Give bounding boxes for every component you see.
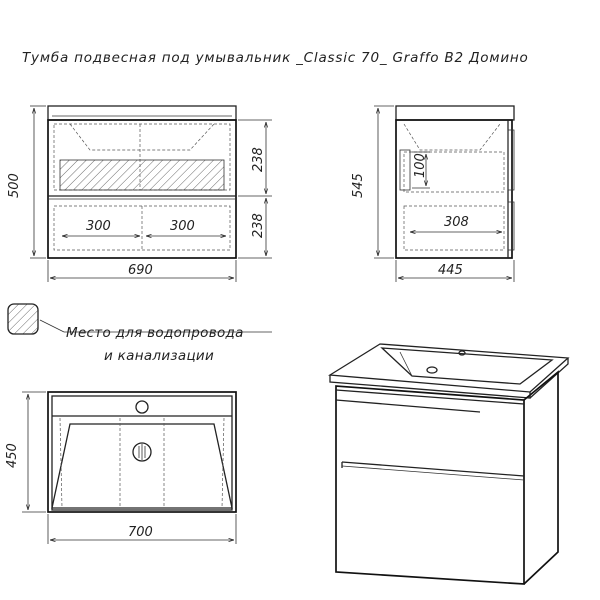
drain-hole: [132, 442, 152, 462]
side-top-slab: [395, 105, 515, 121]
side-depth-dim: 445: [438, 263, 463, 278]
legend-line-2: и канализации: [104, 348, 214, 364]
top-view-bowl: [51, 423, 233, 509]
front-view: 300 300 500 238 238 690: [7, 105, 272, 282]
legend-hatch-swatch: [7, 303, 39, 335]
side-height-dim: 545: [351, 173, 366, 198]
iso-cabinet-front: [335, 385, 525, 585]
lower-drawer-height-dim: 238: [251, 213, 266, 238]
front-width-dim: 690: [128, 263, 153, 278]
iso-tap-hole: [458, 350, 466, 356]
upper-drawer-height-dim: 238: [251, 147, 266, 172]
isometric-view: [327, 343, 570, 585]
front-inner-right-width: 300: [170, 219, 195, 234]
legend: Место для водопровода и канализации: [7, 303, 272, 364]
front-height-dim: 500: [7, 173, 22, 198]
plumbing-hatch-area: [59, 159, 225, 191]
top-view: 450 700: [5, 391, 237, 544]
front-top-slab: [47, 105, 237, 121]
top-depth-dim: 450: [5, 443, 20, 468]
legend-line-1: Место для водопровода: [66, 325, 244, 341]
iso-drawer-split: [341, 461, 525, 477]
front-cabinet-body: [47, 119, 237, 259]
side-cabinet-body: [395, 119, 513, 259]
tap-hole: [135, 400, 149, 414]
front-inner-left-width: 300: [86, 219, 111, 234]
side-inner-depth-dim: 308: [444, 215, 469, 230]
drawing-title: Тумба подвесная под умывальник _Classic …: [22, 50, 529, 66]
top-view-outline: [47, 391, 237, 513]
side-view: 100 308 545 445: [351, 105, 515, 282]
top-width-dim: 700: [128, 525, 153, 540]
iso-cabinet-side: [523, 370, 559, 585]
iso-drain: [426, 366, 438, 374]
side-cutout-dim: 100: [413, 153, 428, 178]
